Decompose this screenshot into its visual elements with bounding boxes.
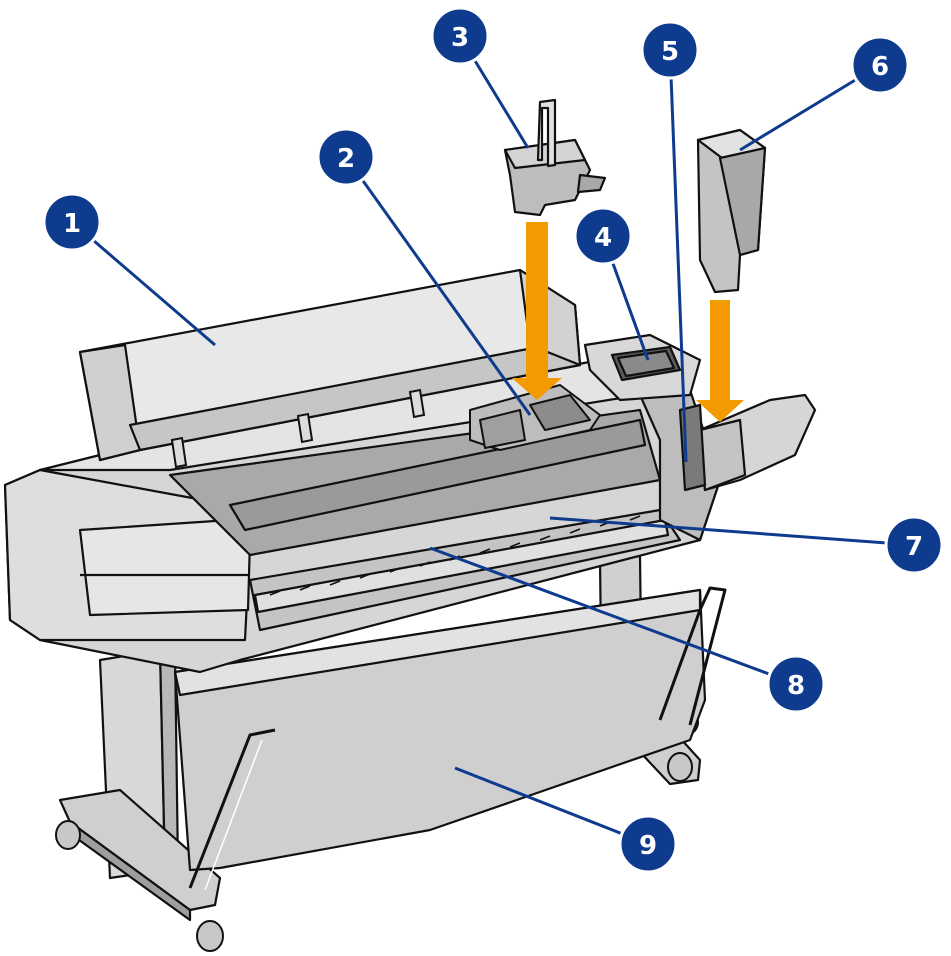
- callout-8: 8: [766, 654, 826, 714]
- output-basket: [173, 586, 727, 891]
- front-panel-housing: [583, 333, 702, 402]
- callout-1: 1: [42, 192, 102, 252]
- leader-line-9: [454, 766, 649, 846]
- svg-text:4: 4: [594, 223, 612, 253]
- ink-cartridge-door: [678, 393, 817, 492]
- printhead-part: [503, 98, 607, 217]
- callout-9: 9: [618, 814, 678, 874]
- svg-text:8: 8: [787, 671, 805, 701]
- svg-text:5: 5: [661, 37, 679, 67]
- svg-text:2: 2: [337, 144, 355, 174]
- cartridge-insert-arrow: [696, 300, 744, 422]
- svg-text:6: 6: [871, 52, 889, 82]
- ink-cartridge-part: [696, 128, 767, 294]
- svg-text:7: 7: [905, 532, 923, 562]
- callout-3: 3: [430, 6, 490, 66]
- leader-lines: [71, 35, 915, 846]
- callout-6: 6: [850, 35, 910, 95]
- leader-line-1: [71, 220, 216, 347]
- printer-body: [3, 358, 722, 674]
- callout-2: 2: [316, 127, 376, 187]
- platen-ribs: [269, 515, 641, 596]
- callout-7: 7: [884, 515, 944, 575]
- paper-guides: [170, 388, 426, 469]
- leader-line-2: [344, 156, 532, 416]
- svg-text:9: 9: [639, 831, 657, 861]
- leader-line-5: [668, 49, 688, 463]
- printhead-carriage: [469, 384, 601, 451]
- svg-text:3: 3: [451, 23, 469, 53]
- printhead-insert-arrow: [512, 222, 562, 400]
- svg-text:1: 1: [63, 209, 81, 239]
- leader-line-8: [429, 546, 797, 686]
- callout-5: 5: [640, 20, 700, 80]
- leader-line-7: [549, 516, 915, 547]
- callout-badges: 1 2 3 4 5 6 7 8: [42, 6, 944, 874]
- window-lid: [78, 268, 582, 462]
- callout-4: 4: [573, 206, 633, 266]
- insert-arrows: [512, 222, 744, 422]
